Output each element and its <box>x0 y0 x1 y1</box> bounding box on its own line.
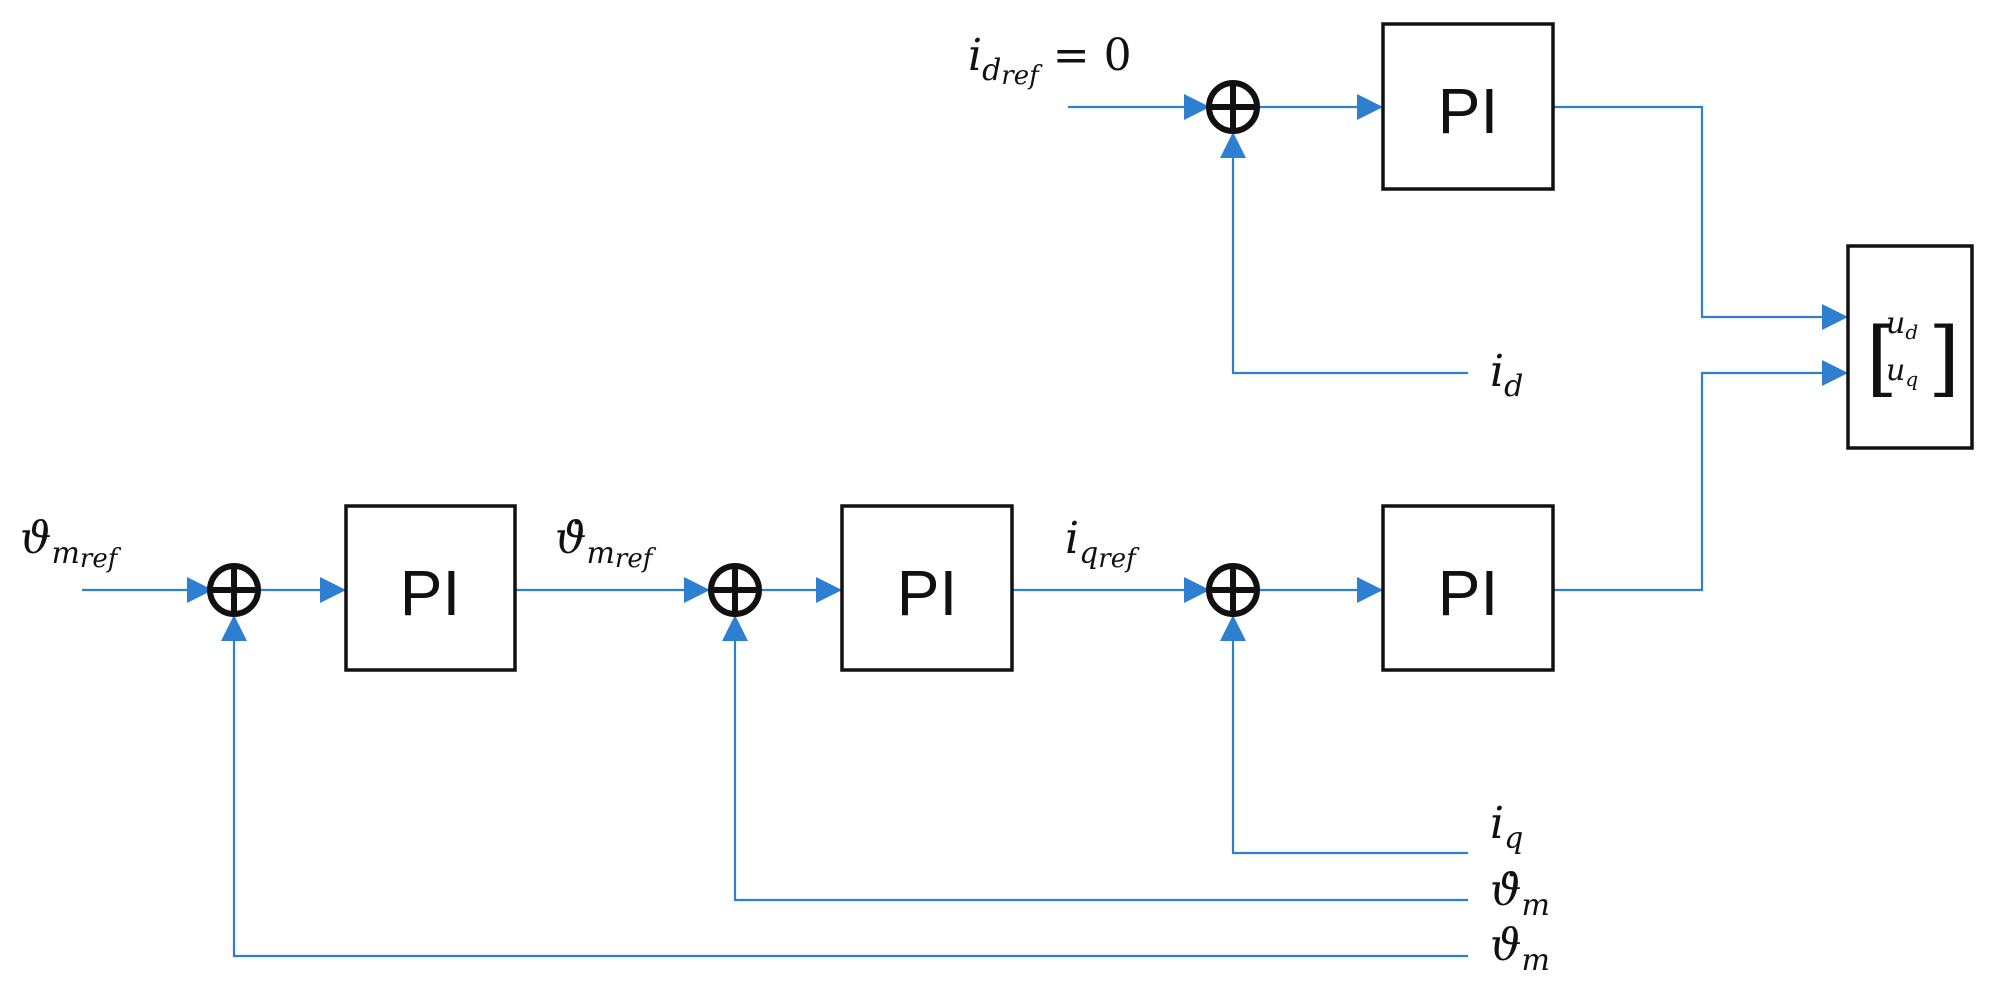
label-theta-m: ϑm <box>1490 920 1550 978</box>
pi-block-id-label: PI <box>1438 75 1498 147</box>
sum-junction-position <box>207 563 261 617</box>
pi-block-position-label: PI <box>400 557 460 629</box>
sum-junction-iq <box>1206 563 1260 617</box>
label-iq: iq <box>1490 798 1523 856</box>
label-iq-ref: iqref <box>1065 513 1140 574</box>
vector-row-uq: uq <box>1886 353 1918 391</box>
signal-wires <box>82 94 1848 958</box>
wire-theta-feedback <box>221 615 1468 958</box>
wire-theta-dot-feedback <box>722 615 1468 902</box>
label-id: id <box>1490 346 1523 404</box>
wire-pi4-to-ud <box>1553 105 1848 330</box>
label-theta-dot-m: ϑ̇m <box>1490 865 1550 923</box>
pi-block-id: PI <box>1381 22 1555 191</box>
wire-iq-feedback <box>1220 615 1468 855</box>
vector-bracket-left: [ <box>1866 311 1898 406</box>
label-theta-dot-m-ref: ϑ̇mref <box>555 513 657 574</box>
pi-block-speed: PI <box>840 504 1014 672</box>
pi-block-iq-label: PI <box>1438 557 1498 629</box>
label-id-ref: idref= 0 <box>968 30 1132 91</box>
pi-block-speed-label: PI <box>897 557 957 629</box>
wire-id-feedback <box>1220 132 1468 375</box>
label-theta-m-ref: ϑmref <box>20 513 122 574</box>
output-vector-block: [ ] ud uq <box>1846 244 1974 450</box>
wire-pi3-to-uq <box>1553 360 1848 592</box>
vector-bracket-right: ] <box>1928 311 1960 406</box>
vector-row-ud: ud <box>1886 306 1918 344</box>
pi-block-iq: PI <box>1381 504 1555 672</box>
pi-block-position: PI <box>344 504 517 672</box>
sum-junction-speed <box>708 563 762 617</box>
sum-junction-id <box>1206 80 1260 134</box>
